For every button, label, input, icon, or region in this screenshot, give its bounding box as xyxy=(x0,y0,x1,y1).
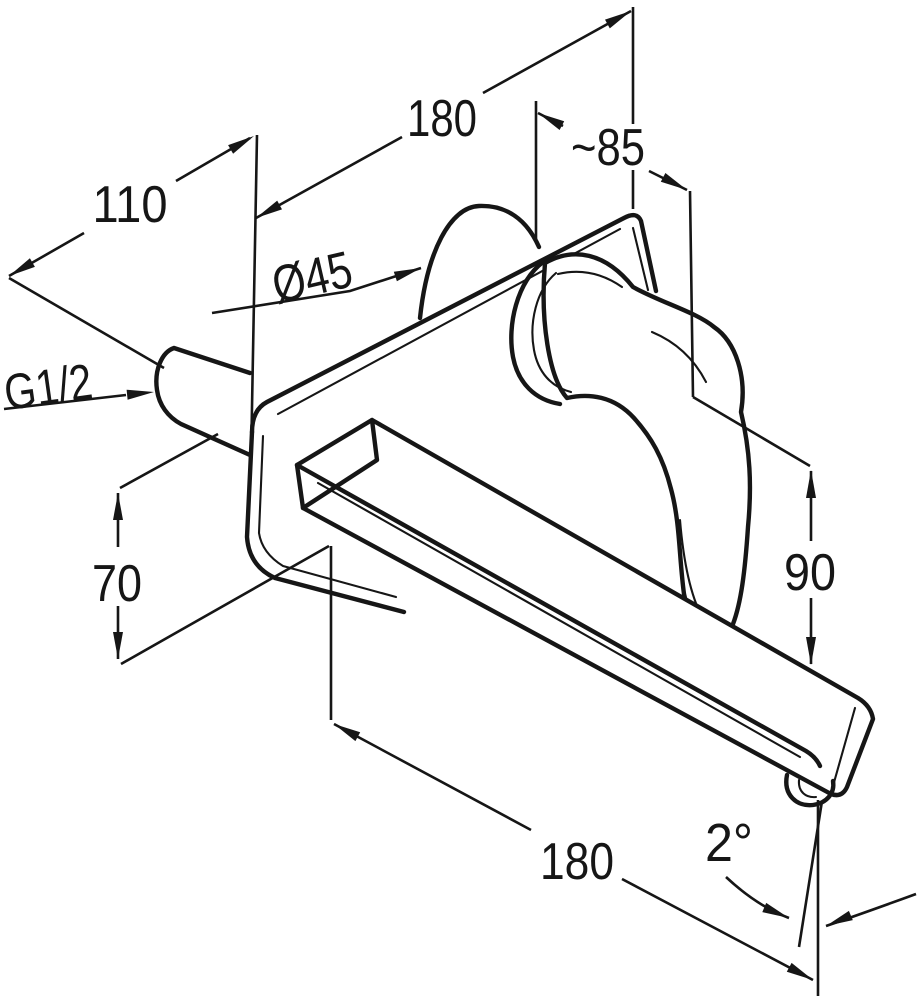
dim-inlet-thread-leader xyxy=(3,393,127,411)
dim-plate-height-arrow-upper xyxy=(228,136,254,154)
dim-plate-height-arrow-lower xyxy=(9,258,35,276)
dim-spout-length: 180 xyxy=(329,546,820,996)
dim-plate-to-spout-label: 70 xyxy=(92,555,142,613)
faucet-body xyxy=(154,203,876,808)
dim-spout-length-label: 180 xyxy=(540,833,614,891)
dim-plate-width-arrow-right xyxy=(605,11,631,29)
handle-barrel-line xyxy=(556,270,624,289)
dim-dome-diameter-label: Ø45 xyxy=(267,241,358,316)
dome-outline xyxy=(417,203,542,321)
dim-handle-height: 90 xyxy=(692,395,836,665)
dim-inlet-thread-arrow xyxy=(126,389,154,400)
dim-plate-width: 180 xyxy=(249,7,635,463)
dim-spout-angle-arrow-left xyxy=(762,902,789,918)
dim-plate-width-label: 180 xyxy=(407,90,477,148)
dim-plate-to-spout-extension-lines xyxy=(119,432,330,666)
aerator-outline xyxy=(784,772,836,808)
spout-front-top-edge xyxy=(294,462,823,769)
inlet-stub-outline xyxy=(154,345,253,458)
dim-handle-height-projection-line xyxy=(692,395,811,468)
dim-inlet-thread-label: G1/2 xyxy=(1,353,96,421)
dim-handle-projection-arrow-right xyxy=(660,173,687,190)
dim-plate-to-spout-arrow-bottom xyxy=(113,632,123,659)
wall-plate-top-edge xyxy=(249,212,659,435)
dimension-annotations: 180 ~85 110 Ø45 G1/2 xyxy=(1,7,917,996)
dim-spout-angle: 2° xyxy=(705,800,917,948)
dim-spout-length-line xyxy=(333,722,814,982)
wall-plate-inner-right-line xyxy=(631,226,650,292)
dim-handle-height-label: 90 xyxy=(784,544,836,602)
aerator-inner-line xyxy=(797,778,818,799)
dim-spout-angle-label: 2° xyxy=(705,813,753,873)
dim-handle-height-arrow-top xyxy=(806,470,816,498)
escutcheon-outer-arc xyxy=(509,259,563,407)
dim-dome-diameter: Ø45 xyxy=(211,241,422,316)
dim-handle-projection: ~85 xyxy=(534,101,695,398)
dim-dome-diameter-arrow xyxy=(393,268,421,282)
dim-plate-to-spout-arrow-top xyxy=(113,493,123,520)
dim-plate-width-line xyxy=(255,9,632,220)
dim-spout-length-arrow-left xyxy=(334,724,361,742)
dim-plate-height: 110 xyxy=(8,136,254,370)
dim-handle-projection-extension-lines xyxy=(534,101,695,398)
dim-plate-to-spout: 70 xyxy=(92,432,330,666)
escutcheon-inner-arc xyxy=(531,271,573,394)
dim-plate-height-extension-line xyxy=(8,276,165,370)
dim-spout-angle-reference-line xyxy=(797,800,824,948)
dim-spout-length-arrow-right xyxy=(786,962,813,980)
dim-plate-height-label: 110 xyxy=(93,176,168,234)
spout-chamfer-line xyxy=(316,481,802,759)
dim-spout-angle-arrow-right xyxy=(826,910,853,926)
spout-tip-inner-line xyxy=(831,706,857,788)
dim-handle-projection-arrow-left xyxy=(538,113,565,130)
dim-handle-projection-label: ~85 xyxy=(571,119,645,177)
wall-plate-inner-left-line xyxy=(257,434,398,599)
dim-plate-width-arrow-left xyxy=(256,200,282,218)
handle-knob-inner-line xyxy=(650,330,708,384)
spout-left-cap-edge xyxy=(300,417,380,511)
dim-inlet-thread: G1/2 xyxy=(1,353,154,421)
dim-plate-width-extension-lines xyxy=(249,7,635,463)
dim-handle-height-arrow-bottom xyxy=(806,637,816,665)
